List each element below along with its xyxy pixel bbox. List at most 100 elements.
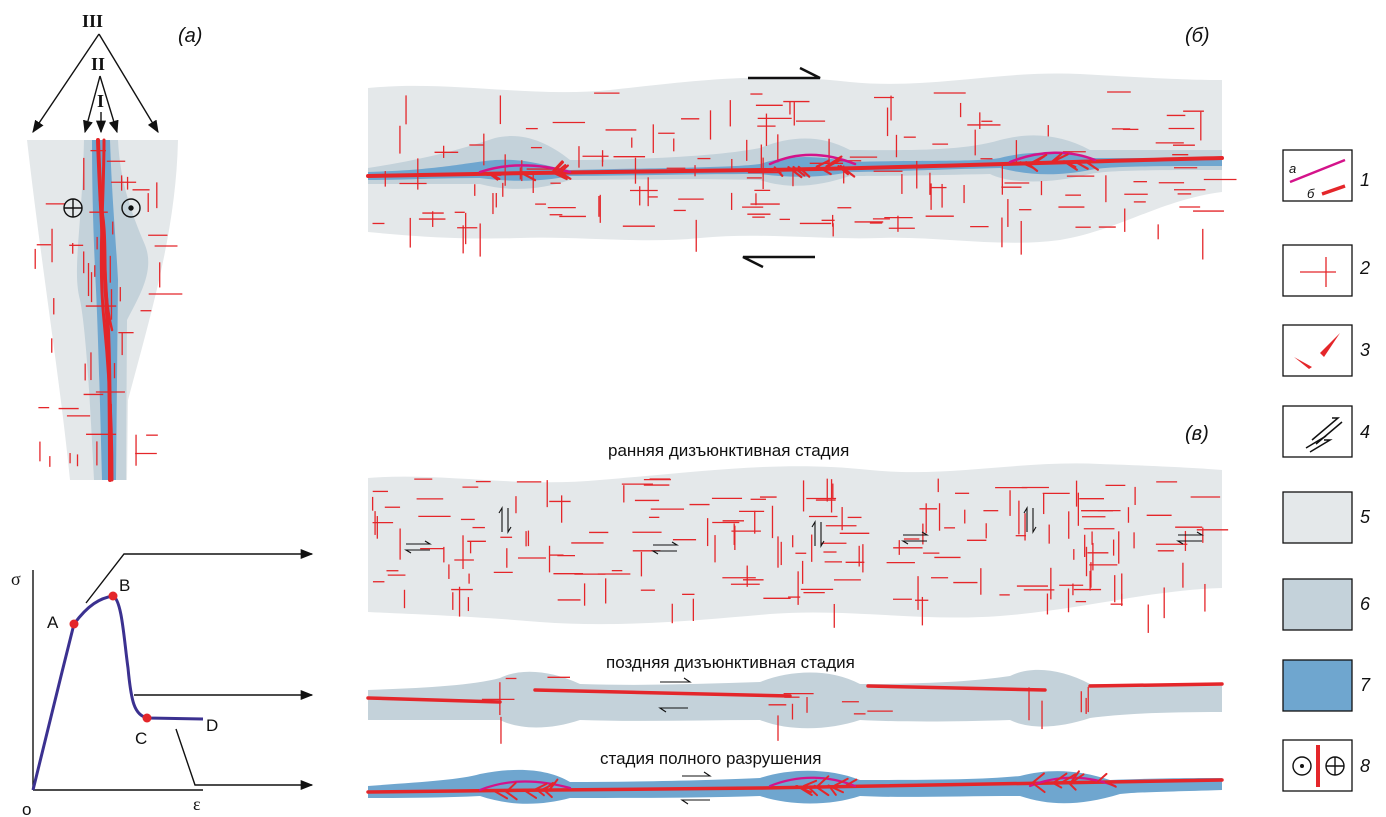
zone-I-label: I [97,91,104,111]
legend-7-num: 7 [1360,675,1371,695]
feather-fracture [787,166,803,179]
feather-fracture [1063,160,1077,169]
point-C [142,713,152,723]
legend-item-2: 2 [1282,244,1370,297]
feather-fracture [522,788,538,799]
feather-fracture [827,784,845,794]
point-C-label: C [135,729,147,748]
legend-6-num: 6 [1360,594,1371,614]
stress-curve [31,594,204,791]
stage-late-zone6 [368,669,1222,729]
feather-fracture [1051,781,1063,789]
feather-fracture [839,164,856,178]
feather-fracture [1052,772,1068,784]
panel-v-label: (в) [1185,423,1209,445]
feather-fracture [551,171,568,181]
feather-fracture [1025,161,1039,172]
stress-strain-graph: σ ε о A B C D [11,548,314,817]
panel-b: (б) [366,25,1237,269]
feather-fracture [488,172,499,181]
shear-arrow [811,520,816,546]
legend: а б 1 2 3 4 [1282,149,1371,792]
feather-fracture [520,171,537,182]
legend-item-5: 5 [1282,491,1371,544]
feather-fracture [556,170,568,179]
legend-item-1: а б 1 [1282,149,1370,202]
feather-fracture [837,165,849,176]
feather-fracture [1034,155,1046,164]
feather-fracture [827,159,841,168]
shear-arrow [901,540,927,545]
x-axis-label: ε [193,794,201,814]
feather-fracture [833,777,849,787]
feather-fracture [558,170,572,180]
feather-fracture [1073,160,1089,170]
feather-fracture [792,165,806,177]
y-axis-label: σ [11,569,21,589]
legend-4-num: 4 [1360,422,1370,442]
panel-b-label: (б) [1185,25,1210,47]
point-A [69,619,79,629]
feather-fracture [543,781,554,791]
feather-fracture [1083,159,1100,171]
feather-fracture [1067,781,1077,791]
shear-arrow-top [748,66,821,80]
feather-fracture [806,784,819,797]
feather-fracture [825,155,843,168]
feather-fracture [542,788,553,799]
shear-arrow [406,540,432,545]
feather-fracture [1051,153,1069,163]
zone-II-label: II [91,54,105,74]
point-D-label: D [206,716,218,735]
feather-fracture [797,165,811,178]
origin-label: о [22,800,31,817]
feather-fracture [816,165,832,176]
stage-full-shear-arrows [680,771,712,805]
feather-fracture [555,164,567,174]
feather-fracture [802,779,818,787]
legend-item-4: 4 [1282,405,1370,458]
shear-arrow [651,550,677,555]
shear-arrow [903,531,929,536]
legend-1-sub-b: б [1307,186,1315,201]
legend-2-num: 2 [1359,258,1370,278]
feather-fracture [1096,772,1108,783]
stage-full: стадия полного разрушения [366,749,1224,805]
stage-late: поздняя дизъюнктивная стадия [366,653,1224,744]
legend-item-6: 6 [1282,578,1371,631]
legend-item-7: 7 [1282,659,1371,712]
feather-fracture [559,164,569,174]
stage-late-title: поздняя дизъюнктивная стадия [606,653,855,672]
legend-8-num: 8 [1360,756,1370,776]
shear-arrow [404,549,430,554]
dot-symbol-icon [121,198,141,218]
stage-late-fault-segments [366,682,1224,704]
feather-fracture [1061,773,1077,784]
feather-fracture [502,789,518,801]
feather-fracture [845,778,858,787]
zone-III-label: III [82,11,103,31]
panel-a-main-fault [96,138,114,482]
stage-early-title: ранняя дизъюнктивная стадия [608,441,849,460]
feather-fracture [816,775,830,787]
feather-fracture [551,160,564,174]
feather-fracture [1070,770,1080,784]
feather-fracture [1031,772,1045,784]
point-B [108,591,118,601]
legend-3-num: 3 [1360,340,1370,360]
stage-arrows [85,548,314,791]
stage-full-feather-fractures [492,770,1117,801]
shear-arrow-bottom [742,255,815,269]
shear-arrow [498,506,503,532]
feather-fracture [815,159,830,168]
legend-1-sub-a: а [1289,161,1296,176]
point-B-label: B [119,576,130,595]
shear-arrow [653,541,679,546]
shear-arrow [1023,506,1028,532]
feather-fracture [533,782,548,791]
shear-arrow [507,508,512,534]
stage-early: ранняя дизъюнктивная стадия [368,441,1229,633]
shear-arrow [1176,540,1202,545]
panel-a: III II I (а) [27,11,202,482]
feather-fracture [1071,773,1085,784]
